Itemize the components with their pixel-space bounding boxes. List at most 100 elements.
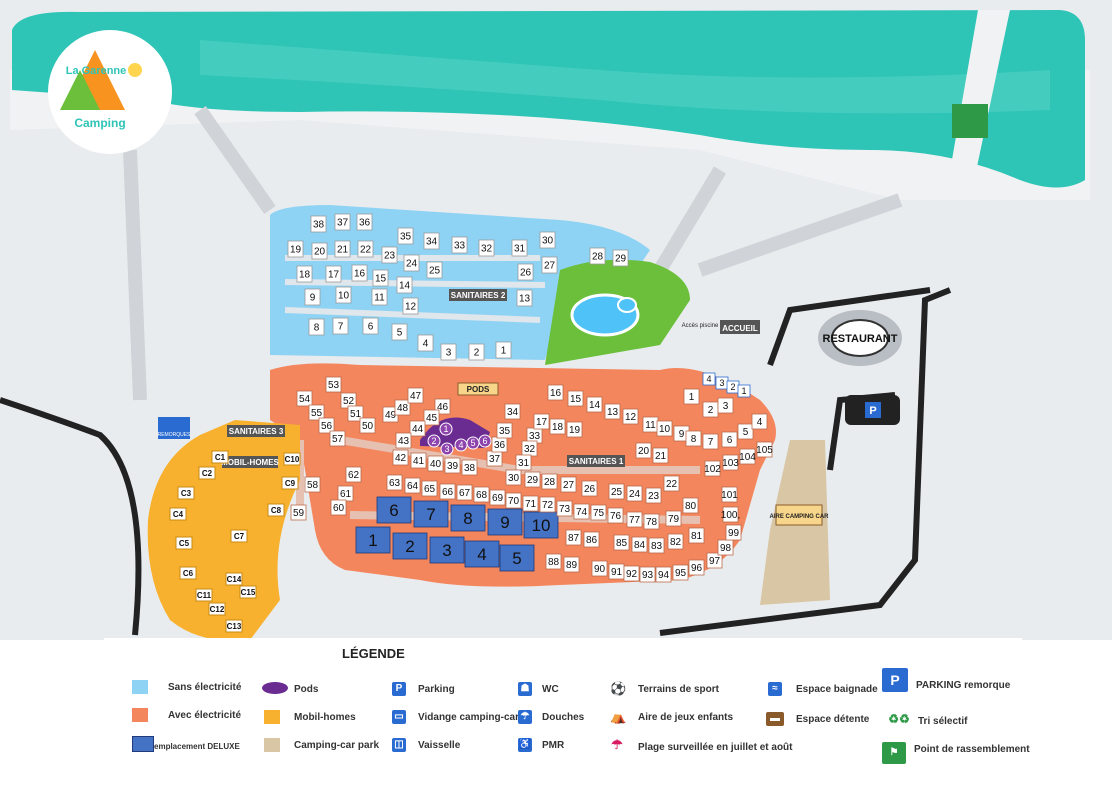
legend-title: LÉGENDE [342, 646, 405, 661]
plot-blue-box [362, 317, 379, 335]
plot-orange-label: 99 [728, 528, 740, 539]
plot-orange: 85 [613, 534, 630, 551]
plot-accueil-box-label: 2 [730, 382, 735, 392]
plot-deluxe: 1 [355, 526, 391, 554]
plot-orange: 98 [717, 539, 734, 556]
legend-terrains-sport: Terrains de sport [638, 684, 719, 695]
mobil-home-label: C10 [285, 455, 300, 464]
plot-orange: 21 [652, 447, 669, 464]
plot-orange-label: 68 [476, 490, 488, 501]
plot-blue-label: 19 [290, 245, 302, 256]
plot-deluxe-box [499, 544, 535, 572]
legend-sans-electricite: Sans électricité [168, 682, 242, 693]
plot-orange-label: 100, [721, 510, 740, 521]
plot-blue: 6 [362, 317, 379, 335]
plot-orange-label: 37 [489, 454, 501, 465]
plot-blue-box [440, 343, 457, 361]
mobil-home-label: C14 [227, 575, 242, 584]
plot-orange-label: 20 [638, 446, 650, 457]
plot-orange-label: 58 [307, 480, 319, 491]
plot-blue-box [296, 265, 313, 283]
mobil-home-box [230, 529, 248, 543]
plot-orange-label: 18 [552, 422, 564, 433]
plot-orange-label: 60 [333, 503, 345, 514]
legend-vaisselle: Vaisselle [418, 740, 461, 751]
plot-orange: 60 [330, 499, 347, 516]
plot-blue: 31 [511, 239, 528, 257]
plot-blue-label: 32 [481, 244, 493, 255]
plot-blue: 27 [541, 256, 558, 274]
legend-parking-remorque: PARKING remorque [916, 680, 1011, 691]
plot-orange: 25 [608, 483, 625, 500]
vidange-icon: ▭ [392, 710, 406, 724]
plot-orange: 72 [539, 496, 556, 513]
plot-orange-label: 29 [527, 475, 539, 486]
plot-blue-label: 17 [328, 270, 340, 281]
plot-blue: 34 [423, 232, 440, 250]
plot-orange-box [308, 404, 325, 421]
legend-pmr: PMR [542, 740, 565, 751]
plot-orange-label: 3 [723, 401, 729, 412]
plot-orange: 101 [721, 486, 738, 503]
plot-orange-label: 6 [727, 435, 733, 446]
plot-deluxe-label: 1 [368, 531, 377, 550]
plot-orange-box [296, 390, 313, 407]
plot-orange-box [410, 452, 427, 469]
plot-blue-label: 30 [542, 236, 554, 247]
plot-orange-box [423, 409, 440, 426]
plot-orange: 61 [337, 485, 354, 502]
plot-orange: 70 [505, 492, 522, 509]
plot-orange-box [682, 497, 699, 514]
plot-orange-label: 13 [607, 407, 619, 418]
plot-orange: 92 [623, 565, 640, 582]
pod-marker [440, 442, 454, 456]
plot-deluxe-box [392, 532, 428, 560]
plot-orange-label: 39 [447, 461, 459, 472]
plot-orange: 38 [461, 459, 478, 476]
mobil-home-box [239, 585, 257, 599]
mobil-home-label: C11 [197, 591, 212, 600]
plot-orange-box [623, 565, 640, 582]
plot-orange-box [613, 534, 630, 551]
pod-marker [478, 434, 492, 448]
plot-orange-label: 104 [739, 452, 756, 463]
plot-orange: 63 [386, 474, 403, 491]
plot-orange-box [722, 454, 739, 471]
camping-car-label: AIRE CAMPING CAR [769, 514, 829, 520]
plot-orange-label: 62 [348, 470, 360, 481]
plot-orange: 90 [591, 560, 608, 577]
acces-piscine-label: Accès piscine [682, 323, 719, 329]
plot-orange-box [329, 430, 346, 447]
mobil-home-label: C12 [210, 605, 225, 614]
parking-icon: P [392, 682, 406, 696]
aire-jeux-icon: ⛺ [610, 709, 627, 724]
plot-orange-box [688, 559, 705, 576]
plot-orange-box [318, 417, 335, 434]
plot-accueil-box: 4 [702, 372, 716, 386]
plot-blue-label: 34 [426, 237, 438, 248]
plot-blue-box [372, 269, 389, 287]
plot-orange-label: 105 [756, 445, 773, 456]
plot-blue-label: 14 [399, 281, 411, 292]
plot-blue: 7 [332, 317, 349, 335]
plot-blue-label: 7 [338, 322, 344, 333]
plot-orange-label: 81 [691, 531, 703, 542]
plot-orange: 67 [456, 484, 473, 501]
plot-orange-box [667, 533, 684, 550]
kiddie-pool [617, 297, 637, 313]
plot-orange: 51 [347, 405, 364, 422]
pod-label: 5 [470, 438, 475, 448]
plot-blue-label: 38 [313, 220, 325, 231]
plot-orange-label: 87 [568, 533, 580, 544]
plot-orange-label: 96 [691, 563, 703, 574]
rassemblement-legend-icon: ⚑ [882, 742, 906, 764]
plot-orange-label: 4 [757, 417, 763, 428]
plot-blue-label: 3 [446, 348, 452, 359]
swatch-avec-electricite [132, 708, 148, 722]
plot-blue-box [451, 236, 468, 254]
plot-blue-label: 9 [310, 293, 316, 304]
plot-orange-label: 42 [395, 453, 407, 464]
plot-orange: 24 [626, 485, 643, 502]
plot-orange-box [556, 500, 573, 517]
